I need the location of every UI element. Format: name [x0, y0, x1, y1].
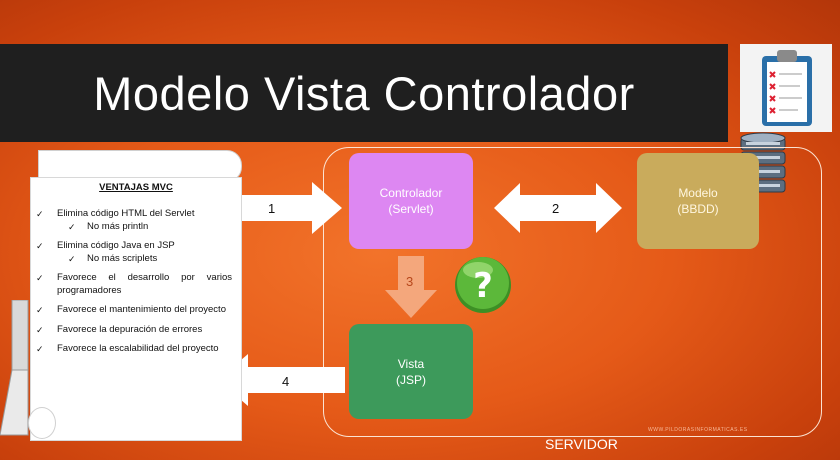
- scroll-top-roll: [38, 150, 242, 182]
- advantage-subitem: ✓ No más scriplets: [68, 252, 158, 264]
- advantages-scroll: VENTAJAS MVC ✓ Elimina código HTML del S…: [28, 150, 244, 442]
- check-icon: ✓: [36, 305, 44, 315]
- arrow-1: [215, 182, 342, 234]
- advantage-item: ✓ Elimina código HTML del Servlet ✓ No m…: [36, 208, 232, 233]
- controller-sublabel: (Servlet): [388, 202, 434, 216]
- advantage-item: ✓ Favorece el desarrollo por varios prog…: [36, 272, 232, 296]
- advantage-item: ✓ Elimina código Java en JSP ✓ No más sc…: [36, 240, 232, 265]
- check-icon: ✓: [36, 273, 44, 283]
- check-icon: ✓: [68, 221, 76, 232]
- watermark: WWW.PILDORASINFORMATICAS.ES: [648, 427, 748, 433]
- svg-text:?: ?: [473, 266, 493, 306]
- advantages-heading: VENTAJAS MVC: [99, 182, 173, 193]
- clipboard-checklist-icon: [740, 44, 832, 132]
- server-boundary: [323, 147, 822, 437]
- model-sublabel: (BBDD): [677, 202, 719, 216]
- model-label: Modelo: [678, 186, 718, 200]
- check-icon: ✓: [36, 209, 44, 219]
- arrow-4-label: 4: [282, 374, 289, 389]
- advantages-list: ✓ Elimina código HTML del Servlet ✓ No m…: [36, 208, 232, 363]
- arrow-2-label: 2: [552, 201, 559, 216]
- laptop-icon: [0, 300, 29, 436]
- slide-title: Modelo Vista Controlador: [93, 66, 635, 120]
- view-node: Vista (JSP): [349, 324, 473, 419]
- server-label: SERVIDOR: [545, 436, 618, 452]
- slide-title-bar: Modelo Vista Controlador: [0, 44, 728, 142]
- arrow-2: [494, 183, 622, 233]
- arrow-4: [218, 354, 345, 406]
- view-sublabel: (JSP): [396, 372, 426, 387]
- check-icon: ✓: [68, 253, 76, 264]
- check-icon: ✓: [36, 324, 44, 335]
- scroll-body: [30, 177, 242, 441]
- advantage-item: ✓ Favorece la escalabilidad del proyecto: [36, 343, 219, 354]
- question-icon: ?: [455, 257, 511, 313]
- advantage-item: ✓ Favorece el mantenimiento del proyecto: [36, 304, 226, 315]
- controller-label: Controlador: [379, 186, 443, 200]
- arrow-1-label: 1: [268, 201, 275, 216]
- controller-node: Controlador (Servlet): [349, 153, 473, 249]
- model-node: Modelo (BBDD): [637, 153, 759, 249]
- arrow-3: [385, 256, 437, 318]
- check-icon: ✓: [36, 344, 44, 354]
- advantage-item: ✓ Favorece la depuración de errores: [36, 323, 203, 335]
- view-label: Vista: [397, 356, 425, 371]
- check-icon: ✓: [36, 241, 44, 251]
- arrow-3-label: 3: [406, 274, 413, 289]
- advantage-subitem: ✓ No más println: [68, 220, 149, 232]
- scroll-bottom-curl: [28, 407, 56, 439]
